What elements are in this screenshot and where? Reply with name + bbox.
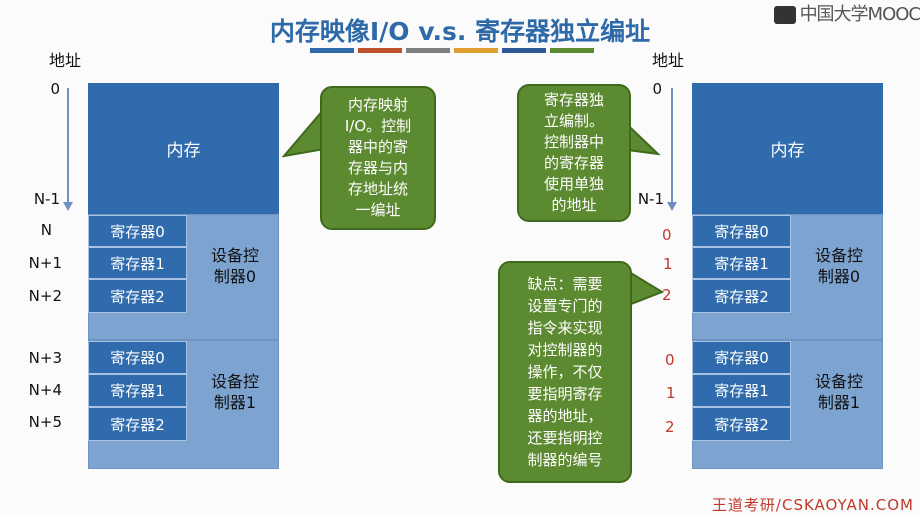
left-controller-1-register-1: 寄存器1	[88, 374, 187, 407]
title-bar-segment	[358, 48, 402, 53]
right-address-0: 0	[652, 80, 662, 98]
title-bar-segment	[310, 48, 354, 53]
left-address-n+4: N+4	[28, 381, 62, 399]
right-controller-1-register-2: 寄存器2	[692, 407, 791, 441]
left-callout: 内存映射 I/O。控制 器中的寄 存器与内 存地址统 一编址	[320, 86, 436, 230]
right-controller-0-register-0: 寄存器0	[692, 215, 791, 247]
right-controller-1-number-2: 2	[665, 418, 675, 436]
right-address-n-1: N-1	[637, 190, 664, 208]
title-bar-segment	[406, 48, 450, 53]
right-controller-0-number-2: 2	[662, 286, 672, 304]
left-address-n-1: N-1	[33, 190, 60, 208]
right-controller-0-register-1: 寄存器1	[692, 247, 791, 279]
right-controller-0-register-2: 寄存器2	[692, 279, 791, 313]
left-address-arrow	[67, 88, 69, 202]
footer-watermark: 王道考研/CSKAOYAN.COM	[711, 496, 914, 514]
right-address-arrow	[671, 88, 673, 202]
left-address-n+3: N+3	[28, 349, 62, 367]
right-memory-block: 内存	[692, 83, 883, 214]
mooc-logo-icon	[773, 6, 796, 24]
mooc-logo: 中国大学MOOC	[773, 0, 920, 26]
title-bar-segment	[454, 48, 498, 53]
left-controller-0-register-1: 寄存器1	[88, 247, 187, 279]
right-controller-1-label: 设备控 制器1	[814, 372, 863, 412]
right-controller-0-label: 设备控 制器0	[814, 246, 863, 286]
left-address-n+2: N+2	[28, 287, 62, 305]
right-top-callout: 寄存器独 立编制。 控制器中 的寄存器 使用单独 的地址	[517, 84, 631, 222]
right-controller-0-number-0: 0	[662, 226, 672, 244]
right-controller-1-register-1: 寄存器1	[692, 374, 791, 407]
right-address-arrow-head-icon	[667, 202, 677, 211]
left-controller-0-register-2: 寄存器2	[88, 279, 187, 313]
left-controller-1-label: 设备控 制器1	[210, 372, 259, 412]
slide-title: 内存映像I/O v.s. 寄存器独立编址	[269, 17, 651, 46]
left-controller-1-register-2: 寄存器2	[88, 407, 187, 441]
left-controller-1-register-0: 寄存器0	[88, 341, 187, 374]
left-address-label: 地址	[49, 51, 82, 70]
right-controller-0-number-1: 1	[663, 255, 673, 273]
left-address-n: N	[40, 221, 52, 239]
left-controller-0-register-0: 寄存器0	[88, 215, 187, 247]
right-controller-1-number-1: 1	[666, 384, 676, 402]
right-bottom-callout: 缺点：需要 设置专门的 指令来实现 对控制器的 操作，不仅 要指明寄存 器的地址…	[498, 261, 632, 483]
left-address-n+5: N+5	[28, 413, 62, 431]
right-controller-1-number-0: 0	[665, 351, 675, 369]
title-bar-segment	[502, 48, 546, 53]
left-controller-0-label: 设备控 制器0	[210, 246, 259, 286]
left-address-0: 0	[50, 80, 60, 98]
right-address-label: 地址	[652, 51, 685, 70]
left-memory-block: 内存	[88, 83, 279, 214]
left-address-n+1: N+1	[28, 254, 62, 272]
right-controller-1-register-0: 寄存器0	[692, 341, 791, 374]
title-bar-segment	[550, 48, 594, 53]
left-address-arrow-head-icon	[63, 202, 73, 211]
